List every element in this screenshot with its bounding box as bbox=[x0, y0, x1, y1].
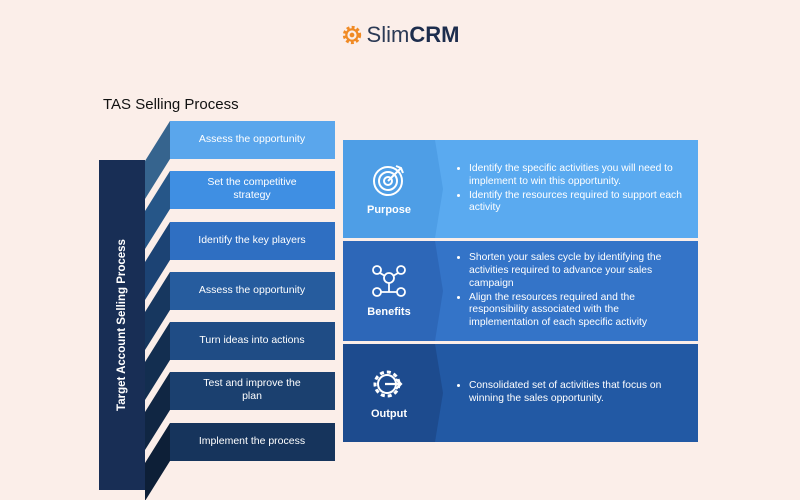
step-front bbox=[170, 171, 335, 209]
panel-arrow bbox=[435, 140, 443, 238]
step-side bbox=[145, 372, 170, 450]
export-gear-icon bbox=[373, 370, 403, 398]
step-front bbox=[170, 322, 335, 360]
step-front bbox=[170, 272, 335, 310]
panel-output: Output Consolidated set of activities th… bbox=[343, 344, 698, 442]
panel-left: Output bbox=[343, 344, 435, 442]
step-front bbox=[170, 121, 335, 159]
page-title: TAS Selling Process bbox=[103, 96, 239, 113]
gear-icon bbox=[342, 25, 361, 45]
panel-title: Output bbox=[370, 408, 408, 420]
panel-title: Benefits bbox=[367, 306, 411, 318]
logo-slim: Slim bbox=[366, 22, 410, 47]
step-label: Implement the process bbox=[198, 434, 306, 447]
target-icon bbox=[373, 165, 404, 196]
panel-right-bg bbox=[435, 344, 698, 442]
panel-arrow bbox=[435, 241, 443, 341]
bullet-item: Identify the specific activities you wil… bbox=[469, 163, 690, 189]
step-side bbox=[145, 322, 170, 400]
step-side bbox=[145, 272, 170, 350]
step-side bbox=[145, 423, 170, 500]
panel-right-bg bbox=[435, 140, 698, 238]
bullet-list: Identify the specific activities you wil… bbox=[443, 162, 698, 216]
step-side bbox=[145, 121, 170, 199]
vertical-label-box: Target Account Selling Process bbox=[99, 160, 145, 490]
panel-left: Benefits bbox=[343, 241, 435, 341]
panel-right: Consolidated set of activities that focu… bbox=[443, 344, 698, 442]
step-label: Assess the opportunity bbox=[198, 283, 306, 296]
bullet-item: Consolidated set of activities that focu… bbox=[469, 380, 690, 406]
panel-right-bg bbox=[435, 241, 698, 341]
slimcrm-logo: SlimCRM bbox=[0, 22, 800, 48]
bullet-item: Identify the resources required to suppo… bbox=[469, 190, 690, 216]
panel-left: Purpose bbox=[343, 140, 435, 238]
panel-purpose: Purpose Identify the specific activities… bbox=[343, 140, 698, 238]
step-side-faces bbox=[145, 121, 170, 500]
panel-bg bbox=[343, 344, 698, 442]
panel-benefits: Benefits Shorten your sales cycle by ide… bbox=[343, 241, 698, 341]
step-front bbox=[170, 222, 335, 260]
panel-title: Purpose bbox=[366, 204, 411, 216]
bullet-list: Consolidated set of activities that focu… bbox=[443, 379, 698, 407]
vertical-label: Target Account Selling Process bbox=[116, 239, 128, 411]
vertical-bar bbox=[99, 160, 145, 490]
bullet-item: Align the resources required and the res… bbox=[469, 292, 690, 330]
step-front-faces bbox=[170, 121, 335, 461]
bullet-list: Shorten your sales cycle by identifying … bbox=[443, 251, 698, 331]
step-front bbox=[170, 372, 335, 410]
panel-arrow bbox=[435, 344, 443, 442]
step-label: Test and improve the plan bbox=[203, 377, 301, 402]
step-side bbox=[145, 171, 170, 249]
step-side bbox=[145, 222, 170, 300]
panel-right: Identify the specific activities you wil… bbox=[443, 140, 698, 238]
step-label: Set the competitive strategy bbox=[207, 176, 297, 201]
step-label: Identify the key players bbox=[198, 233, 306, 246]
step-front bbox=[170, 423, 335, 461]
step-label: Assess the opportunity bbox=[198, 132, 306, 145]
bullet-item: Shorten your sales cycle by identifying … bbox=[469, 252, 690, 290]
network-icon bbox=[372, 265, 406, 297]
panel-right: Shorten your sales cycle by identifying … bbox=[443, 241, 698, 341]
logo-crm: CRM bbox=[409, 22, 460, 47]
step-label: Turn ideas into actions bbox=[199, 333, 305, 346]
